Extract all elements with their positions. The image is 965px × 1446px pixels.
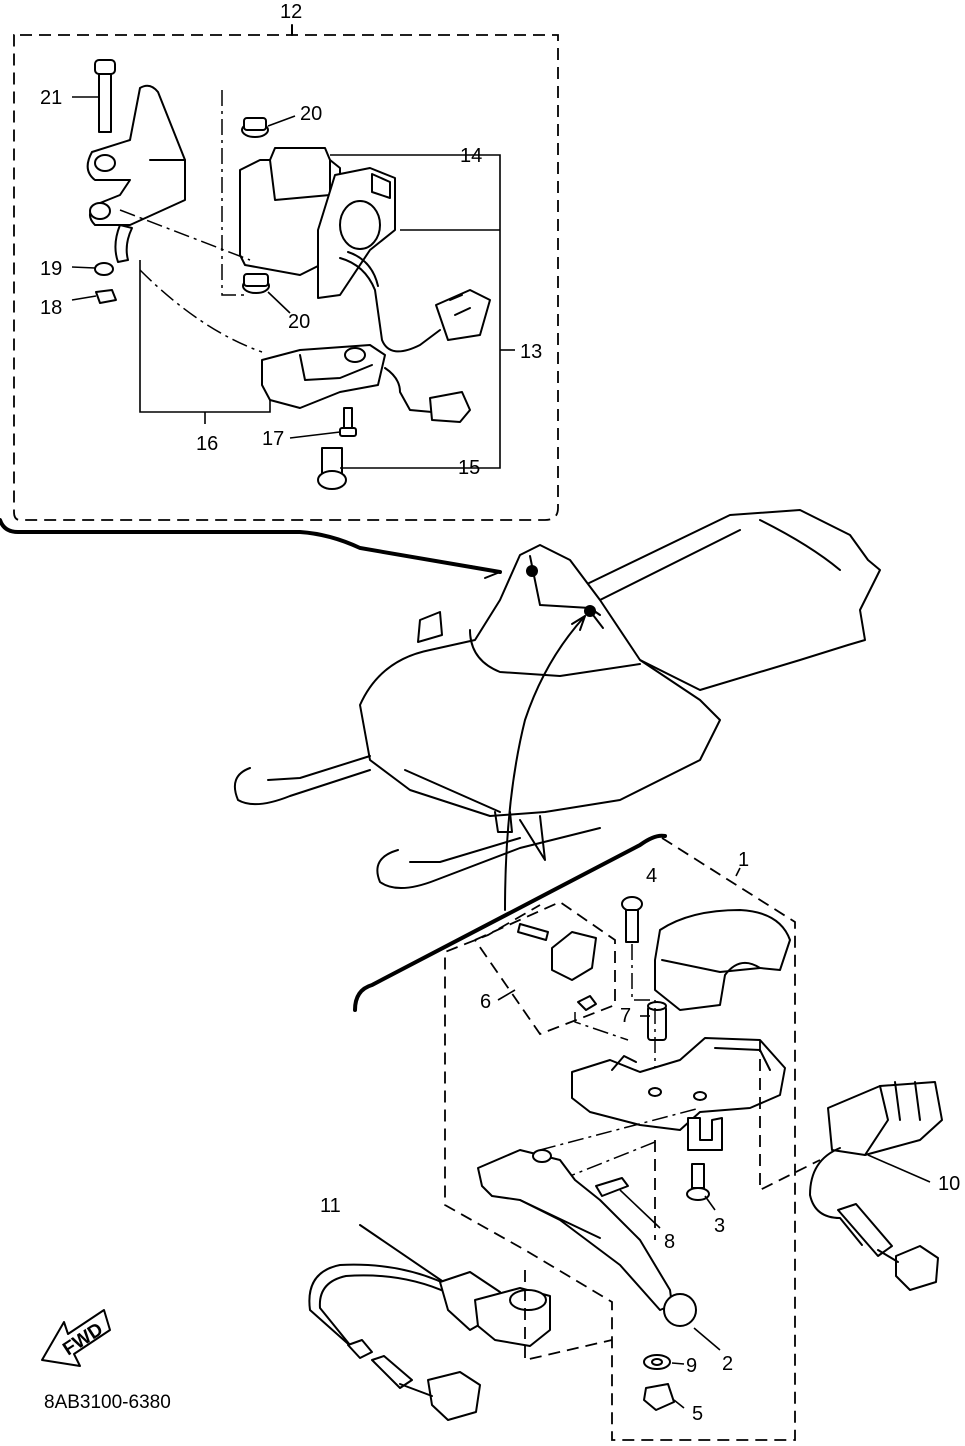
screw-8 — [595, 1177, 629, 1197]
callout-14: 14 — [460, 145, 482, 167]
callout-5: 5 — [692, 1403, 703, 1425]
bolt-3 — [686, 1163, 710, 1201]
switch-10 — [809, 1081, 943, 1291]
spacer-7 — [647, 1001, 667, 1041]
callout-4: 4 — [646, 865, 657, 887]
callout-11: 11 — [320, 1195, 341, 1217]
callout-7: 7 — [620, 1005, 631, 1027]
nut-18 — [95, 289, 117, 304]
fwd-direction-arrow: FWD — [41, 1309, 111, 1367]
callout-10: 10 — [938, 1173, 960, 1195]
grommet-20-bottom — [242, 273, 270, 294]
callout-12: 12 — [280, 1, 302, 23]
brake-lever-2 — [477, 1149, 697, 1327]
callout-1: 1 — [738, 849, 749, 871]
callout-6: 6 — [480, 991, 491, 1013]
callout-20-bottom: 20 — [288, 311, 310, 333]
relay-unit-14 — [239, 147, 491, 353]
callout-2: 2 — [722, 1353, 733, 1375]
bolt-21 — [94, 59, 116, 133]
callout-15: 15 — [458, 457, 480, 479]
callout-3: 3 — [714, 1215, 725, 1237]
washer-9 — [643, 1354, 671, 1370]
detail-box-1 — [444, 837, 796, 1441]
lever-cover — [654, 909, 791, 1011]
detail-box-6 — [474, 900, 616, 1036]
callout-8: 8 — [664, 1231, 675, 1253]
callout-20-top: 20 — [300, 103, 322, 125]
bolt-15 — [317, 447, 347, 490]
diagram-code: 8AB3100-6380 — [44, 1392, 171, 1413]
callout-19: 19 — [40, 258, 62, 280]
grommet-20-top — [241, 117, 269, 138]
callout-9: 9 — [686, 1355, 697, 1377]
nut-5 — [643, 1383, 675, 1411]
sensor-unit-16 — [261, 344, 471, 423]
lever-bracket — [571, 1037, 786, 1151]
washer-19 — [94, 262, 114, 276]
screw-17 — [339, 407, 357, 437]
detail-box-12 — [0, 24, 559, 579]
mounting-bracket — [86, 84, 186, 263]
callout-21: 21 — [40, 87, 62, 109]
bolt-4 — [621, 896, 643, 943]
callout-18: 18 — [40, 297, 62, 319]
callout-17: 17 — [262, 428, 284, 450]
snowmobile-illustration — [234, 509, 881, 889]
switch-11 — [308, 1224, 551, 1421]
callout-13: 13 — [520, 341, 542, 363]
callout-16: 16 — [196, 433, 218, 455]
